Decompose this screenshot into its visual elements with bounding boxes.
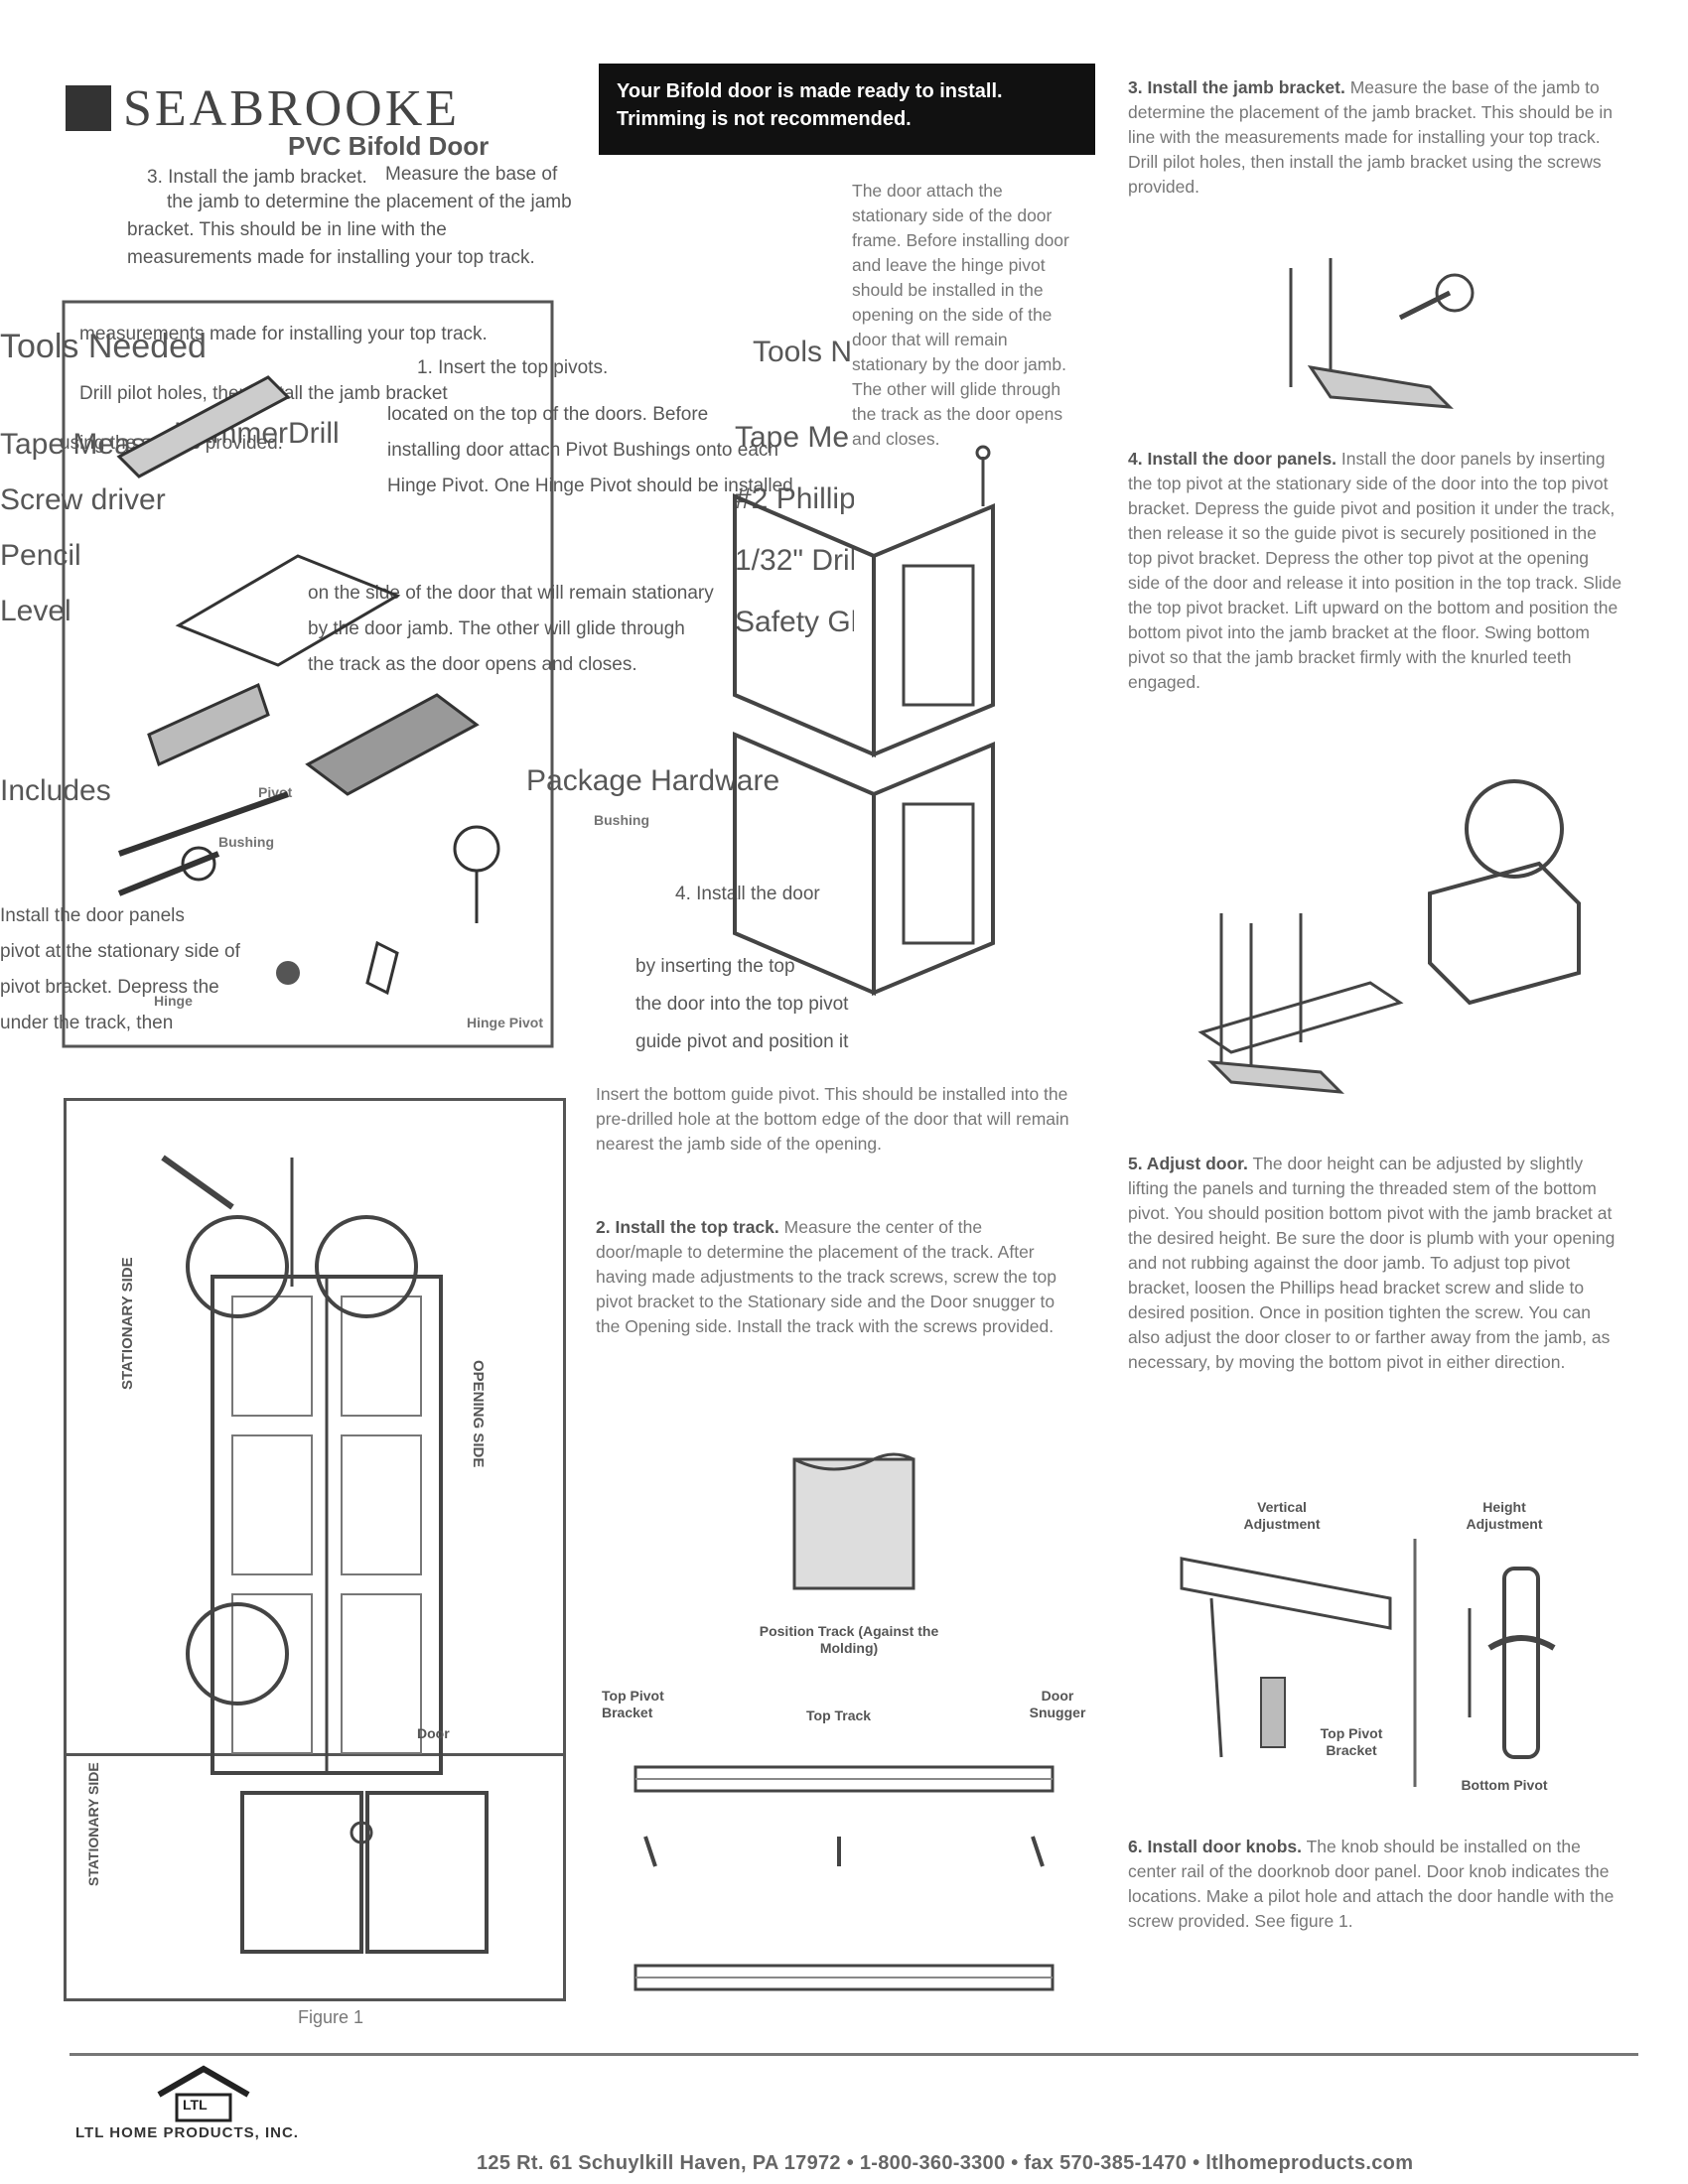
adjustment-figure [1180,1539,1556,1787]
col2-step2-title: 2. Install the top track. [596,1217,779,1237]
label-door-snugger: Door Snugger [1029,1688,1086,1720]
tool-item: Screw driver [0,483,166,516]
figure1-frame [64,1098,566,2001]
brand-logo: SEABROOKE [66,80,460,137]
step1-line: by the door jamb. The other will glide t… [308,618,685,639]
ghost-overlay: 3. Install the jamb bracket. Measure the… [0,0,854,1092]
tools-right-title: Tools N [753,336,853,368]
step4b-line: by inserting the top [635,956,795,977]
step1-line: Hinge Pivot. One Hinge Pivot should be i… [387,476,793,496]
tool-item: Drill [288,417,340,450]
step3-line: measurements made for installing your to… [127,247,535,268]
tools-needed-title: Tools Needed [0,328,207,365]
jamb-bracket-figure [1289,258,1475,409]
label-bottom-pivot: Bottom Pivot [1461,1777,1548,1793]
col3-step5: 5. Adjust door. The door height can be a… [1128,1152,1624,1375]
ltl-mark: LTL [183,2097,208,2113]
col3-step3: 3. Install the jamb bracket. Measure the… [1128,75,1624,200]
col2-para-mid: Insert the bottom guide pivot. This shou… [596,1084,1069,1154]
step4-line: pivot bracket. Depress the [0,977,219,998]
figure1-caption: Figure 1 [298,2007,364,2027]
figure1-divider [64,1753,566,1756]
label-top-pivot-bracket: Top Pivot Bracket [602,1688,664,1720]
figure1-bottom-stationary: STATIONARY SIDE [85,1762,101,1886]
figure1-drawing [161,1155,489,1954]
door-perspective-figure [733,445,995,997]
product-subtitle: PVC Bifold Door [288,131,490,161]
step1-line: located on the top of the doors. Before [387,404,709,425]
step4b-line: the door into the top pivot [635,994,849,1015]
step1-title: 1. Insert the top pivots. [417,357,609,378]
step3-line: measurements made for installing your to… [79,324,488,344]
notice-banner: Your Bifold door is made ready to instal… [599,64,1095,155]
col3-step3-title: 3. Install the jamb bracket. [1128,77,1345,97]
top-track-figure [633,1765,1055,1991]
tool-item: Pencil [0,539,81,572]
ltl-house-logo [157,2065,250,2122]
step1-line: on the side of the door that will remain… [308,583,714,604]
col3-step6-title: 6. Install door knobs. [1128,1837,1303,1856]
col3-step6: 6. Install door knobs. The knob should b… [1128,1835,1624,1934]
step4-line: under the track, then [0,1013,174,1033]
step3-line: the jamb to determine the placement of t… [167,192,572,212]
package-hardware-title: Package Hardware [526,764,780,797]
brand-name: SEABROOKE [123,79,461,137]
company-name: LTL HOME PRODUCTS, INC. [75,2124,299,2141]
door-panel-install-figure [1197,779,1581,1094]
col3-step4-text: Install the door panels by inserting the… [1128,449,1622,692]
step3-line: bracket. This should be in line with the [127,219,447,240]
step4-line: Install the door panels [0,905,185,926]
figure1-stationary-side: STATIONARY SIDE [119,1257,136,1390]
step4b-line: guide pivot and position it [635,1031,849,1052]
col3-step4: 4. Install the door panels. Install the … [1128,447,1624,695]
step1-line: installing door attach Pivot Bushings on… [387,440,778,461]
logo-mark [66,85,111,131]
footer-rule [70,2053,1638,2056]
figure1-opening-side: OPENING SIDE [470,1360,487,1468]
step4-line: pivot at the stationary side of [0,941,240,962]
label-hinge: Hinge [154,993,193,1009]
tool-right-item: Safety Glasses [735,606,854,638]
col3-step5-title: 5. Adjust door. [1128,1154,1248,1173]
tool-right-item: #2 Phillips S [735,482,854,515]
tool-right-item: Tape Me [735,421,850,454]
col2-step2-text: Measure the center of the door/maple to … [596,1217,1056,1336]
col2-text-intro: The door attach the stationary side of t… [852,181,1069,449]
col3-step5-text: The door height can be adjusted by sligh… [1128,1154,1616,1372]
label-top-pivot-bracket-adj: Top Pivot Bracket [1320,1725,1383,1758]
col3-step4-title: 4. Install the door panels. [1128,449,1337,469]
col2-step2: 2. Install the top track. Measure the ce… [596,1215,1072,1339]
label-pivot-bushing: Bushing [594,812,649,828]
step1-line: the track as the door opens and closes. [308,654,637,675]
step3-line: Measure the base of [385,164,558,185]
step4b-title: 4. Install the door [675,884,820,904]
tool-right-item: 1/32" Drill B [735,544,854,577]
label-top-track: Top Track [806,1707,872,1723]
hardware-diagram [62,300,554,1048]
company-address: 125 Rt. 61 Schuylkill Haven, PA 17972 • … [477,2152,1414,2174]
figure1-label-door: Door [417,1725,450,1741]
includes-label: Includes [0,774,111,807]
position-track-figure [792,1452,915,1590]
tool-item: Level [0,595,71,627]
col3-step6-text: The knob should be installed on the cent… [1128,1837,1615,1931]
label-hinge-pivot: Hinge Pivot [467,1015,544,1030]
label-vertical-adjustment: Vertical Adjustment [1243,1499,1321,1532]
step3-title: 3. Install the jamb bracket. [147,167,367,188]
label-bushing: Bushing [218,834,274,850]
label-position-track: Position Track (Against the Molding) [759,1623,939,1656]
label-height-adjustment: Height Adjustment [1466,1499,1543,1532]
col3-step3-text: Measure the base of the jamb to determin… [1128,77,1614,197]
